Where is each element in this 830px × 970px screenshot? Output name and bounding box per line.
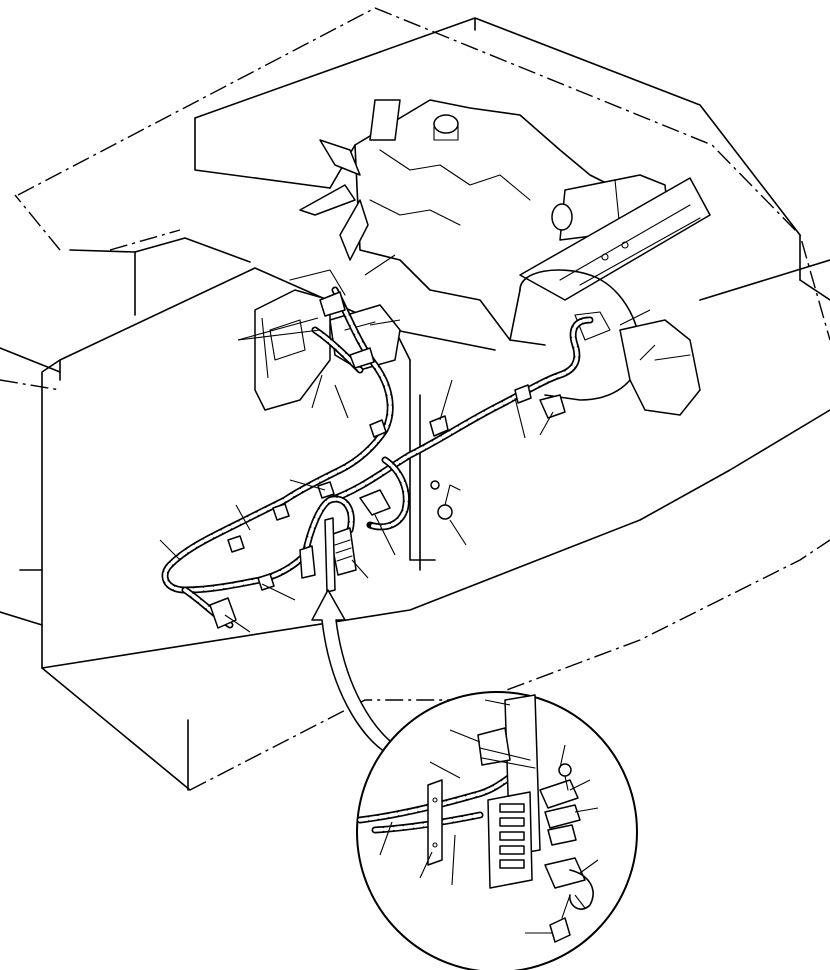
detail-view-circle xyxy=(356,691,638,970)
connector-plugs xyxy=(499,803,525,869)
engine-assembly xyxy=(299,99,711,416)
deck-edge xyxy=(41,259,830,669)
callout-leaders xyxy=(159,254,656,633)
engine-hood xyxy=(194,17,830,301)
machine-body-phantom-outline xyxy=(0,7,830,791)
harness-clamps xyxy=(209,291,566,629)
